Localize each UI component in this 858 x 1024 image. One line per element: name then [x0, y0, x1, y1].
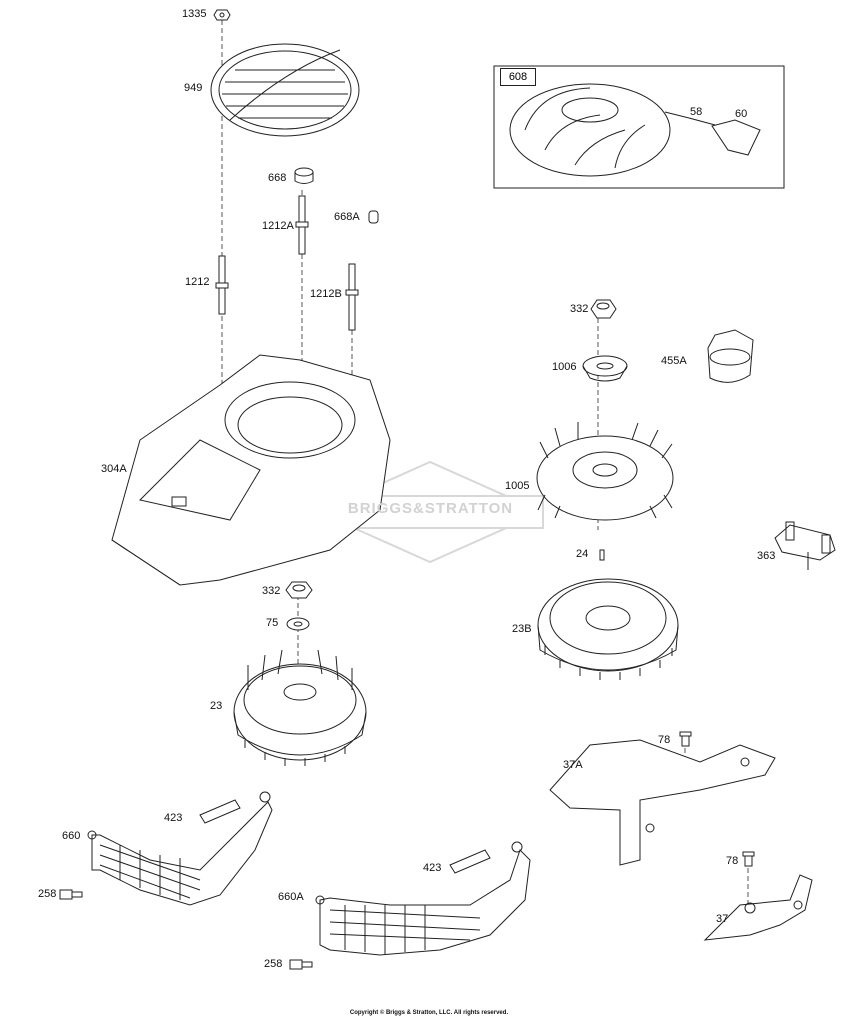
callout-37A[interactable]: 37A [563, 759, 583, 771]
part-332-nut-middle[interactable] [285, 581, 313, 599]
callout-24[interactable]: 24 [576, 548, 589, 560]
part-258-screw-middle[interactable] [289, 959, 313, 970]
part-37A-air-guide[interactable] [549, 739, 776, 866]
part-660A-guard[interactable] [315, 841, 531, 956]
watermark-text: BRIGGS&STRATTON [347, 500, 514, 517]
part-258-screw-left[interactable] [59, 889, 83, 900]
callout-258-middle[interactable]: 258 [264, 958, 283, 970]
part-423-stud-right[interactable] [449, 849, 491, 874]
part-78-screw-upper[interactable] [679, 731, 692, 747]
callout-668[interactable]: 668 [268, 172, 287, 184]
callout-37[interactable]: 37 [716, 913, 729, 925]
part-608-rewind-starter[interactable] [509, 83, 671, 177]
callout-423-right[interactable]: 423 [423, 862, 442, 874]
callout-23[interactable]: 23 [210, 700, 223, 712]
callout-1212A[interactable]: 1212A [262, 220, 294, 232]
part-668A-spacer[interactable] [368, 210, 379, 224]
part-455A-starter-cup[interactable] [707, 329, 754, 383]
part-78-screw-lower[interactable] [742, 851, 755, 867]
callout-78-upper[interactable]: 78 [658, 734, 671, 746]
part-23B-flywheel[interactable] [537, 578, 679, 680]
part-1006-cup[interactable] [582, 355, 628, 382]
part-660-guard[interactable] [87, 791, 273, 906]
callout-660[interactable]: 660 [62, 830, 81, 842]
callout-75[interactable]: 75 [266, 617, 279, 629]
callout-1005[interactable]: 1005 [505, 480, 530, 492]
part-37-air-guide[interactable] [703, 874, 813, 941]
part-23-flywheel[interactable] [233, 649, 367, 766]
callout-23B[interactable]: 23B [512, 623, 532, 635]
part-668-spacer[interactable] [294, 167, 314, 184]
part-1335-nut[interactable] [213, 9, 231, 21]
callout-455A[interactable]: 455A [661, 355, 687, 367]
callout-304A[interactable]: 304A [101, 463, 127, 475]
part-332-nut-upper[interactable] [590, 299, 617, 319]
part-423-stud-left[interactable] [199, 799, 241, 824]
callout-668A[interactable]: 668A [334, 211, 360, 223]
inset-608-label[interactable]: 608 [500, 68, 536, 86]
callout-1335[interactable]: 1335 [182, 8, 207, 20]
callout-660A[interactable]: 660A [278, 891, 304, 903]
part-949-grille[interactable] [210, 43, 360, 137]
part-1212B-stud[interactable] [345, 263, 359, 331]
callout-423-left[interactable]: 423 [164, 812, 183, 824]
callout-332-upper[interactable]: 332 [570, 303, 589, 315]
callout-60[interactable]: 60 [735, 108, 748, 120]
callout-258-left[interactable]: 258 [38, 888, 57, 900]
part-58-rope[interactable] [664, 111, 716, 126]
part-363-armature[interactable] [774, 521, 836, 570]
part-1212A-stud[interactable] [295, 195, 309, 255]
callout-78-lower[interactable]: 78 [726, 855, 739, 867]
part-1005-fan[interactable] [536, 422, 674, 521]
callout-1212B[interactable]: 1212B [310, 288, 342, 300]
part-1212-stud[interactable] [215, 255, 229, 315]
callout-1212[interactable]: 1212 [185, 276, 210, 288]
callout-363[interactable]: 363 [757, 550, 776, 562]
callout-58[interactable]: 58 [690, 106, 703, 118]
callout-949[interactable]: 949 [184, 82, 203, 94]
copyright-notice: Copyright © Briggs & Stratton, LLC. All … [349, 1010, 509, 1016]
part-60-handle[interactable] [711, 119, 761, 156]
part-24-key[interactable] [599, 549, 605, 561]
part-75-washer[interactable] [286, 617, 310, 631]
part-304A-blower-housing[interactable] [111, 354, 391, 586]
callout-1006[interactable]: 1006 [552, 361, 577, 373]
callout-332-middle[interactable]: 332 [262, 585, 281, 597]
